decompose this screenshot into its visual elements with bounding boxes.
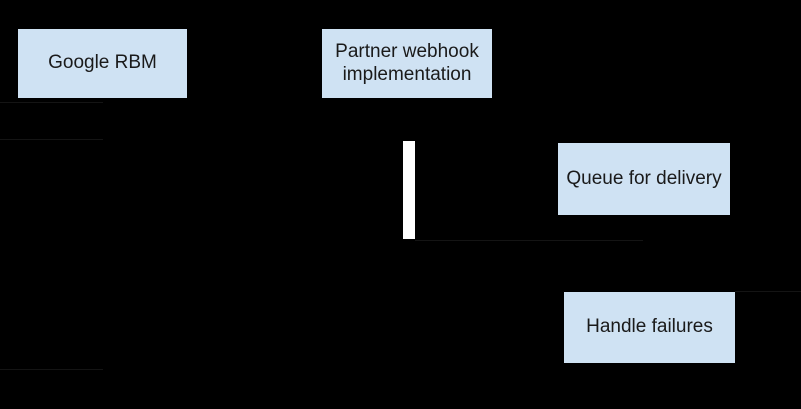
faint-connector-line [0,102,103,103]
node-handle-failures: Handle failures [564,292,735,363]
activation-bar [403,141,415,239]
node-google-rbm-label: Google RBM [48,52,157,74]
node-queue-for-delivery-label: Queue for delivery [566,167,722,189]
faint-connector-line [0,139,103,140]
faint-connector-line [0,369,103,370]
faint-connector-line [415,240,643,241]
node-google-rbm: Google RBM [18,29,187,98]
node-handle-failures-label: Handle failures [586,316,713,338]
faint-connector-line [735,291,801,292]
node-queue-for-delivery: Queue for delivery [558,143,730,215]
node-partner-webhook-label: Partner webhook implementation [335,40,479,85]
node-partner-webhook: Partner webhook implementation [322,29,492,98]
